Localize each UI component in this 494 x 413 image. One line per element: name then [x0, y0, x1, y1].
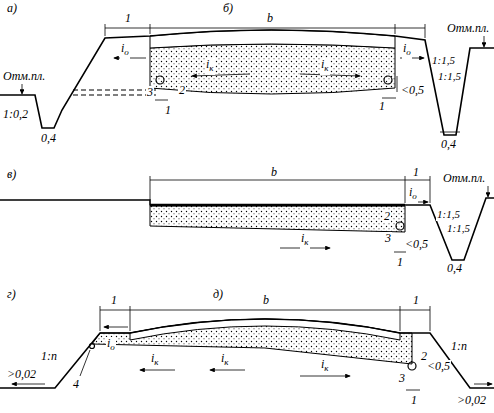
dimension-label: в): [6, 168, 17, 181]
dimension-label: 0,4: [446, 262, 463, 275]
dimension-label: 3: [398, 372, 406, 385]
dimension-label: 1: [412, 166, 420, 179]
dimension-label: b: [270, 166, 278, 179]
subscript: к: [224, 357, 228, 367]
dimension-label: iо: [408, 186, 418, 203]
dimension-label: 0,4: [440, 138, 457, 151]
dimension-label: 0,4: [40, 132, 57, 145]
dimension-label: 4: [72, 378, 80, 391]
subscript: о: [124, 47, 129, 57]
dimension-label: iк: [320, 58, 330, 75]
subscript: о: [406, 47, 411, 57]
dimension-label: iк: [205, 58, 215, 75]
subscript: о: [412, 191, 417, 201]
dimension-label: Отм.пл.: [2, 70, 46, 83]
dimension-label: iо: [402, 42, 412, 59]
dimension-label: д): [212, 288, 224, 301]
dimension-label: 1: [164, 104, 172, 117]
dimension-label: 1:1,5: [446, 222, 471, 235]
dimension-label: 3: [146, 86, 154, 99]
dimension-label: 1:1,5: [437, 70, 462, 83]
dimension-label: b: [262, 294, 270, 307]
subscript: к: [304, 237, 308, 247]
dimension-label: б): [222, 2, 234, 15]
dimension-label: 1: [110, 294, 118, 307]
section-a-b: [0, 24, 494, 135]
section-g-d: [0, 306, 494, 390]
dimension-label: 1: [378, 100, 386, 113]
section-v: [0, 176, 494, 260]
dimension-label: 1:1,5: [431, 54, 456, 67]
dimension-label: <0,5: [400, 84, 425, 97]
dimension-label: 1: [412, 294, 420, 307]
dimension-label: iк: [320, 358, 330, 375]
dimension-label: 3: [384, 232, 392, 245]
dimension-label: Отм.пл.: [442, 172, 486, 185]
subscript: к: [324, 63, 328, 73]
dimension-label: b: [266, 12, 274, 25]
dimension-label: 1:n: [450, 340, 468, 353]
dimension-label: iк: [150, 352, 160, 369]
dimension-label: iк: [220, 352, 230, 369]
dimension-label: 1:0,2: [2, 108, 29, 121]
dimension-label: 1: [124, 12, 132, 25]
dimension-label: 1: [410, 394, 418, 407]
dimension-label: 2: [383, 210, 391, 223]
dimension-label: Отм.пл.: [446, 22, 490, 35]
dimension-label: <0,5: [426, 360, 451, 373]
dimension-label: г): [6, 288, 17, 301]
subscript: к: [154, 357, 158, 367]
dimension-label: 1:n: [40, 350, 58, 363]
subscript: к: [324, 363, 328, 373]
dimension-label: iк: [300, 232, 310, 249]
dimension-label: >0,02: [6, 368, 37, 381]
dimension-label: iо: [106, 337, 116, 354]
dimension-label: >0,02: [456, 394, 487, 407]
dimension-label: 2: [178, 84, 186, 97]
subscript: о: [110, 342, 115, 352]
dimension-label: а): [6, 2, 18, 15]
dimension-label: 1: [396, 256, 404, 269]
subscript: к: [209, 63, 213, 73]
dimension-label: <0,5: [404, 238, 429, 251]
dimension-label: 1:1,5: [436, 208, 461, 221]
dimension-label: iо: [120, 42, 130, 59]
